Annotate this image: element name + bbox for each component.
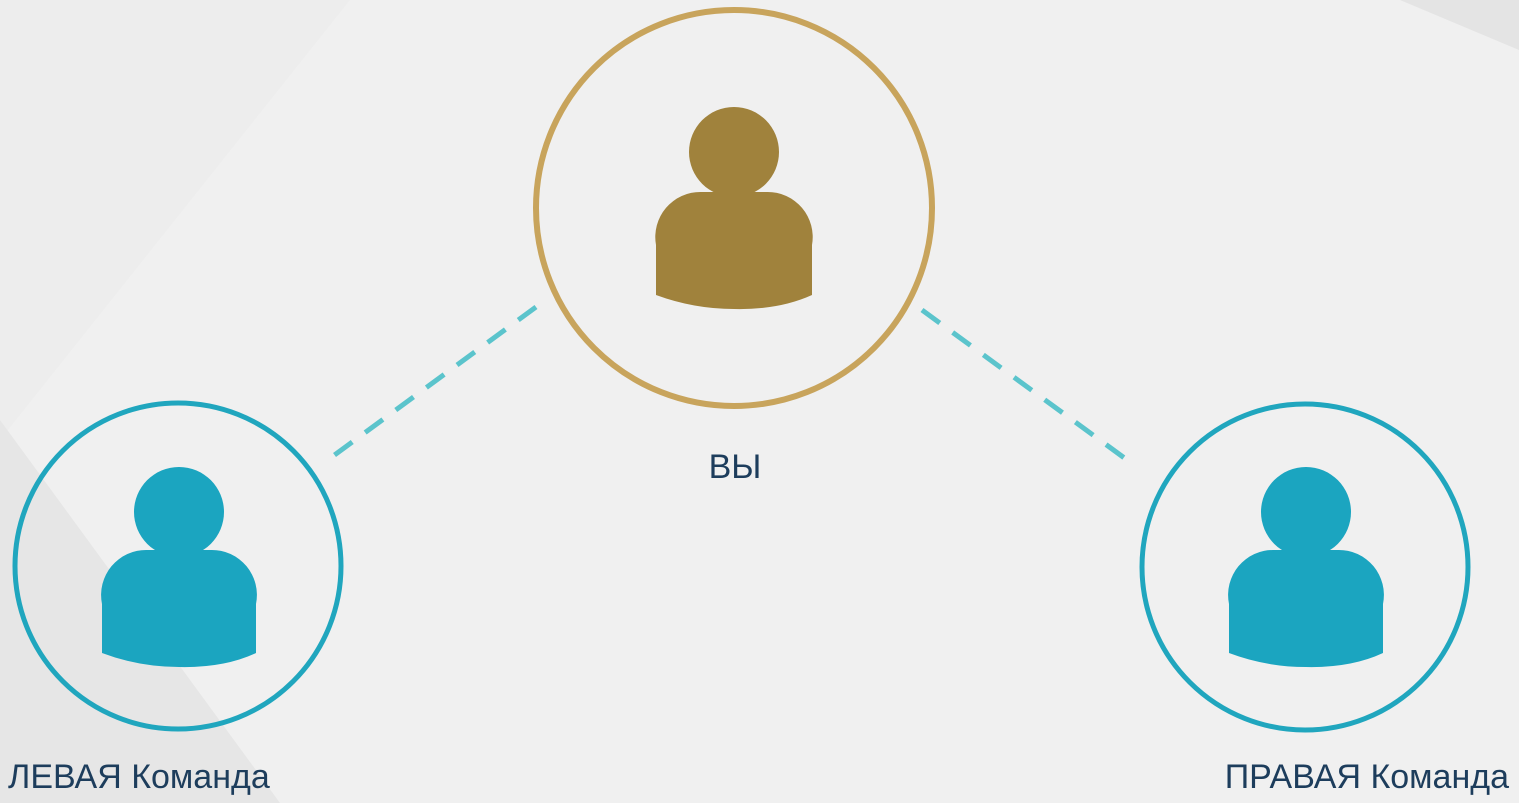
node-left-ring [12, 400, 344, 732]
connector-left [323, 304, 538, 465]
node-right[interactable] [1139, 401, 1471, 733]
node-right-ring [1139, 401, 1471, 733]
person-icon [101, 467, 257, 668]
node-left[interactable] [12, 400, 344, 732]
node-left-label: ЛЕВАЯ Команда [8, 758, 270, 796]
node-you-label: ВЫ [708, 448, 762, 486]
node-you[interactable] [533, 7, 935, 409]
person-icon [655, 107, 813, 310]
person-icon [1228, 467, 1384, 668]
node-right-label: ПРАВАЯ Команда [1224, 758, 1509, 796]
connector-right [920, 307, 1136, 468]
node-you-ring [533, 7, 935, 409]
